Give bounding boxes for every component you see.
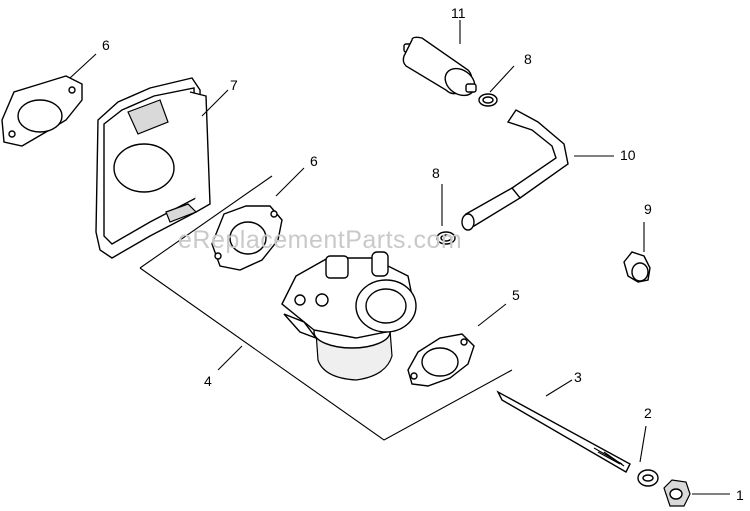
stud-3-part[interactable] (496, 390, 631, 473)
callout-6-lower: 6 (310, 153, 318, 169)
callout-4: 4 (204, 373, 212, 389)
gasket-5-part[interactable] (407, 333, 475, 387)
lock-washer-2-part[interactable] (637, 469, 659, 487)
assembly-4-boundary (139, 175, 513, 441)
callout-8-upper: 8 (524, 51, 532, 67)
gasket-6-upper-part[interactable] (1, 75, 83, 147)
nut-1-part[interactable] (663, 479, 691, 507)
callout-7: 7 (230, 77, 238, 93)
callout-6-upper: 6 (102, 37, 110, 53)
hose-clamp-8-upper-part[interactable] (478, 93, 498, 107)
fuel-line-10-part[interactable] (461, 109, 569, 231)
callout-labels: 6 7 6 4 5 11 8 8 10 9 3 2 1 (102, 5, 744, 503)
callout-2: 2 (644, 405, 652, 421)
leader-lines (69, 20, 730, 495)
gasket-6-lower-part[interactable] (211, 205, 283, 271)
clip-9-part[interactable] (623, 251, 651, 283)
callout-10: 10 (620, 147, 636, 163)
fuel-filter-11-part[interactable] (402, 36, 480, 101)
carburetor-4-part[interactable] (281, 251, 417, 381)
callout-5: 5 (512, 287, 520, 303)
callout-3: 3 (574, 369, 582, 385)
callout-9: 9 (644, 201, 652, 217)
callout-8-lower: 8 (432, 165, 440, 181)
callout-1: 1 (736, 487, 744, 503)
callout-11: 11 (451, 5, 466, 21)
hose-clamp-8-lower-part[interactable] (436, 231, 456, 245)
air-cleaner-base-7-part[interactable] (95, 77, 211, 259)
